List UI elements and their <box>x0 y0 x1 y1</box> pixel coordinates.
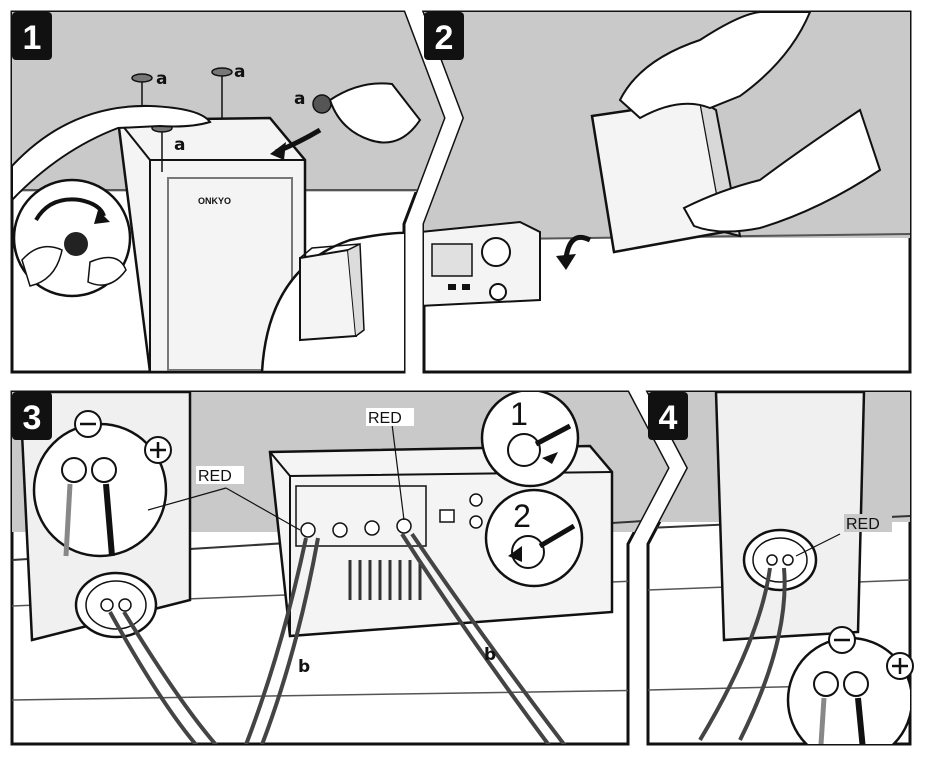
right-hand <box>328 82 422 144</box>
step-badge <box>12 392 52 440</box>
foot-label: a <box>174 135 185 155</box>
carrying-arms <box>618 12 812 120</box>
curved-arrow-icon <box>556 254 576 270</box>
foot-label: a <box>234 62 245 82</box>
step-number: 2 <box>435 19 454 57</box>
cable-label: b <box>484 645 496 665</box>
substep-1-number: 1 <box>510 396 528 432</box>
speaker-rear <box>714 392 866 642</box>
lower-arm <box>682 108 882 233</box>
panel-4: RED 4 <box>645 390 914 746</box>
rubber-foot <box>131 73 153 83</box>
step-badge <box>12 12 52 60</box>
substep-2-number: 2 <box>513 498 531 534</box>
curved-arrow-icon <box>270 142 286 160</box>
rubber-foot <box>312 94 332 114</box>
panel-2: 2 <box>421 10 912 374</box>
step-badge <box>424 12 464 60</box>
foot-label: a <box>156 69 167 89</box>
step-number: 4 <box>659 399 678 437</box>
step-number: 3 <box>23 399 42 437</box>
receiver-unit <box>424 220 541 308</box>
left-hand <box>12 104 212 203</box>
speaker-cables <box>698 567 787 742</box>
red-label-right: RED <box>368 410 402 427</box>
cable-label: b <box>298 657 310 677</box>
foot-label: a <box>294 89 305 109</box>
red-label-left: RED <box>198 468 232 485</box>
brand-label: ONKYO <box>198 196 231 206</box>
step-number: 1 <box>23 19 42 57</box>
step-badge <box>648 392 688 440</box>
red-label: RED <box>846 516 880 533</box>
rubber-foot <box>211 67 233 77</box>
small-speaker-inset <box>299 242 365 342</box>
rotate-arrow-icon <box>94 210 110 224</box>
panel-3: 1 2 RED RED b b 3 <box>10 390 670 746</box>
panel-1: ONKYO a a a a <box>10 10 446 374</box>
speaker-cables <box>108 532 578 744</box>
